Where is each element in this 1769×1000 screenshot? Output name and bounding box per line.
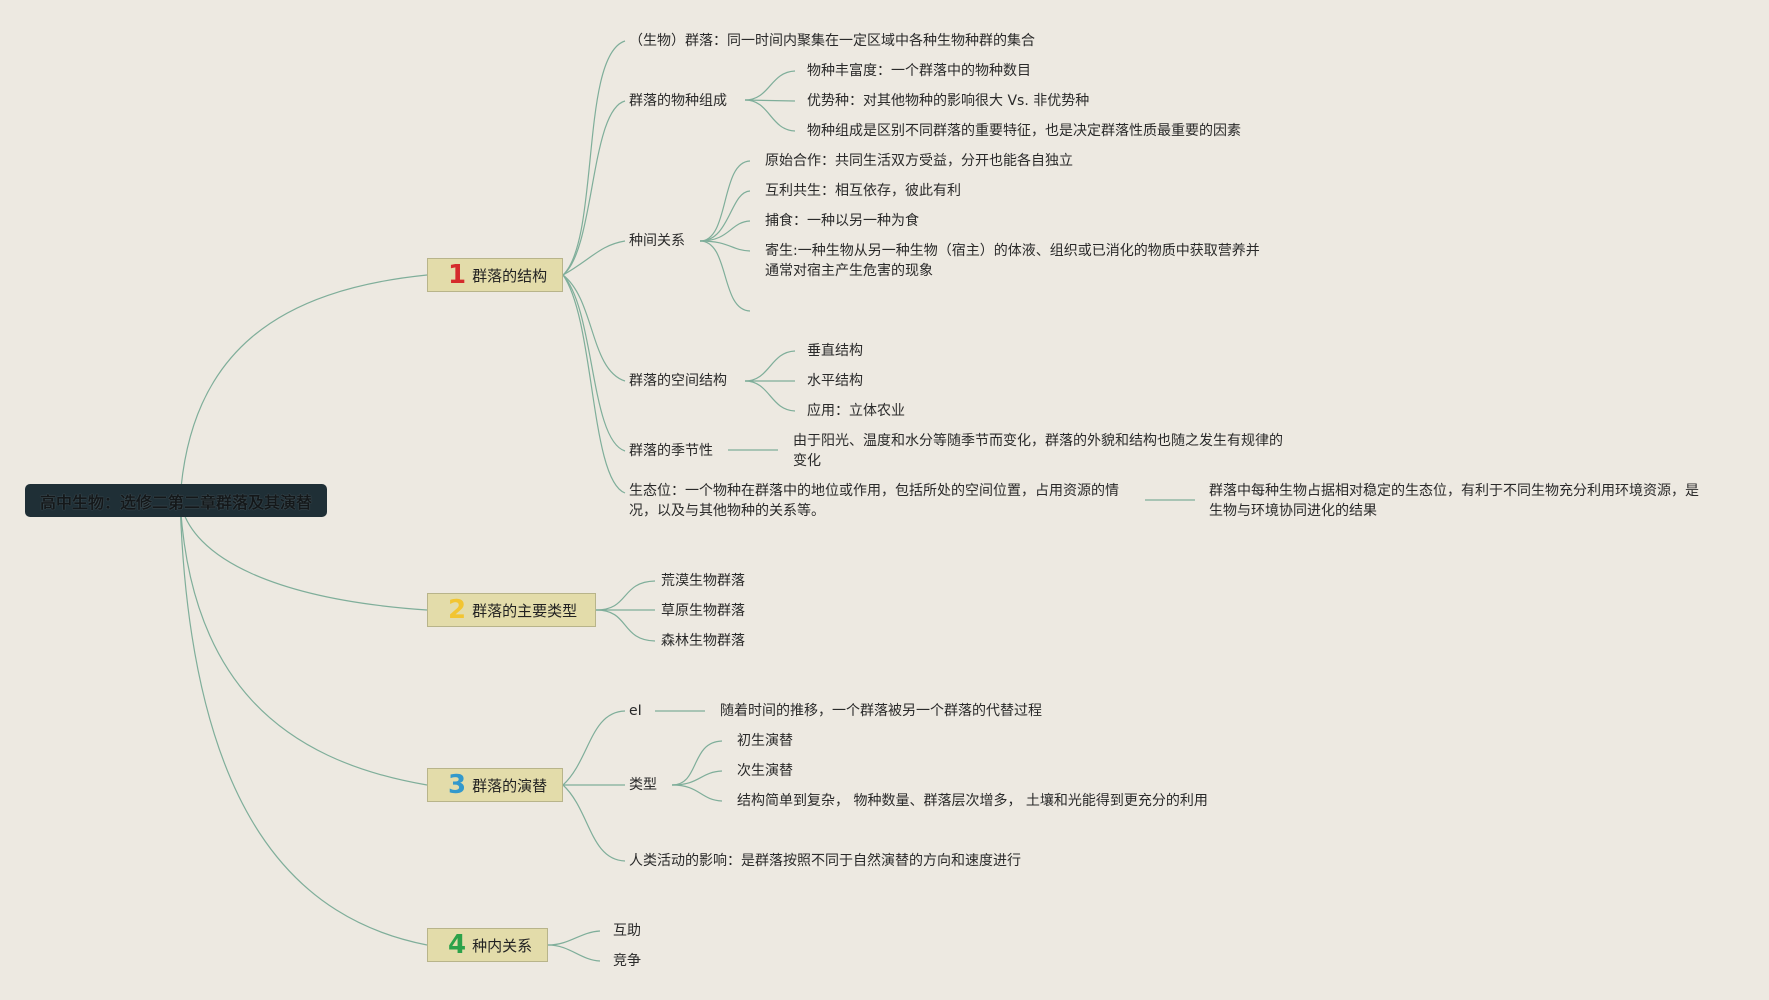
branch-label: 群落的演替: [472, 776, 548, 795]
species-composition-item[interactable]: 优势种：对其他物种的影响很大 Vs. 非优势种: [807, 93, 1090, 109]
branch-intraspecific[interactable]: 4 种内关系: [427, 928, 548, 962]
seasonal-topic[interactable]: 群落的季节性: [629, 443, 713, 459]
root-label: 高中生物：选修二第二章群落及其演替: [39, 492, 312, 512]
seasonal-detail[interactable]: 由于阳光、温度和水分等随季节而变化，群落的外貌和结构也随之发生有规律的变化: [793, 433, 1283, 469]
spatial-structure-item[interactable]: 垂直结构: [807, 343, 863, 359]
interspecific-item[interactable]: 原始合作：共同生活双方受益，分开也能各自独立: [765, 153, 1073, 169]
species-composition-topic[interactable]: 群落的物种组成: [629, 93, 727, 109]
branch-succession[interactable]: 3 群落的演替: [427, 768, 563, 802]
interspecific-item[interactable]: 互利共生：相互依存，彼此有利: [765, 183, 961, 199]
niche-detail[interactable]: 群落中每种生物占据相对稳定的生态位，有利于不同生物充分利用环境资源，是生物与环境…: [1209, 483, 1699, 519]
community-type-item[interactable]: 荒漠生物群落: [661, 573, 745, 589]
branch-label: 种内关系: [472, 936, 533, 955]
community-type-item[interactable]: 森林生物群落: [661, 633, 745, 649]
root-topic[interactable]: 高中生物：选修二第二章群落及其演替: [25, 484, 327, 517]
interspecific-item[interactable]: 捕食：一种以另一种为食: [765, 213, 919, 229]
branch-label: 群落的主要类型: [472, 601, 578, 620]
succession-definition[interactable]: 随着时间的推移，一个群落被另一个群落的代替过程: [720, 703, 1042, 719]
intraspecific-item[interactable]: 互助: [613, 923, 641, 939]
succession-types-topic[interactable]: 类型: [629, 777, 657, 793]
succession-type-item[interactable]: 次生演替: [737, 763, 793, 779]
spatial-structure-item[interactable]: 应用：立体农业: [807, 403, 905, 419]
branch-label: 群落的结构: [472, 266, 548, 285]
succession-definition-label[interactable]: eI: [629, 703, 642, 719]
succession-type-item[interactable]: 结构简单到复杂， 物种数量、群落层次增多， 土壤和光能得到更充分的利用: [737, 793, 1208, 809]
community-definition[interactable]: （生物）群落：同一时间内聚集在一定区域中各种生物种群的集合: [629, 33, 1035, 49]
branch-types[interactable]: 2 群落的主要类型: [427, 593, 596, 627]
species-composition-item[interactable]: 物种组成是区别不同群落的重要特征，也是决定群落性质最重要的因素: [807, 123, 1241, 139]
spatial-structure-topic[interactable]: 群落的空间结构: [629, 373, 727, 389]
branch-structure[interactable]: 1 群落的结构: [427, 258, 563, 292]
interspecific-topic[interactable]: 种间关系: [629, 233, 685, 249]
interspecific-item[interactable]: 寄生:一种生物从另一种生物（宿主）的体液、组织或已消化的物质中获取营养并通常对宿…: [765, 243, 1260, 279]
number-4-icon: 4: [448, 930, 467, 960]
intraspecific-item[interactable]: 竞争: [613, 953, 641, 969]
number-1-icon: 1: [448, 260, 467, 290]
human-impact[interactable]: 人类活动的影响：是群落按照不同于自然演替的方向和速度进行: [629, 853, 1021, 869]
number-3-icon: 3: [448, 770, 467, 800]
species-composition-item[interactable]: 物种丰富度：一个群落中的物种数目: [807, 63, 1031, 79]
number-2-icon: 2: [448, 595, 467, 625]
niche-topic[interactable]: 生态位：一个物种在群落中的地位或作用，包括所处的空间位置，占用资源的情况，以及与…: [629, 483, 1119, 519]
community-type-item[interactable]: 草原生物群落: [661, 603, 745, 619]
spatial-structure-item[interactable]: 水平结构: [807, 373, 863, 389]
succession-type-item[interactable]: 初生演替: [737, 733, 793, 749]
